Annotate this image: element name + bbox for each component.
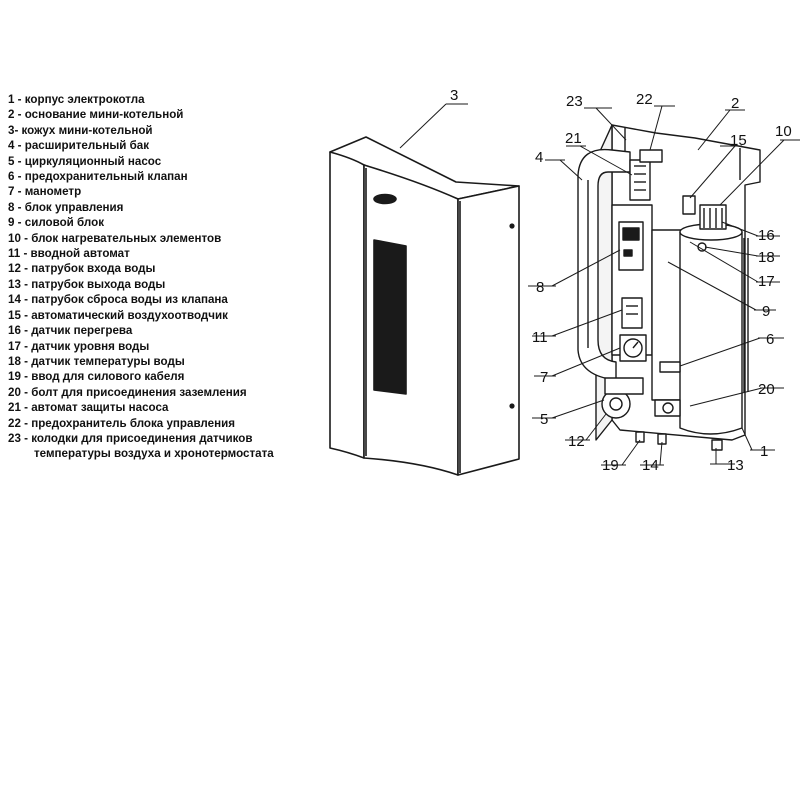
legend-item: 5 - циркуляционный насос bbox=[8, 154, 162, 168]
callout-5: 5 bbox=[540, 411, 548, 428]
callout-10: 10 bbox=[775, 123, 792, 140]
callout-18: 18 bbox=[758, 249, 775, 266]
parts-legend: 1 - корпус электрокотла 2 - основание ми… bbox=[8, 92, 274, 462]
legend-item: 20 - болт для присоединения заземления bbox=[8, 385, 247, 399]
legend-item: 18 - датчик температуры воды bbox=[8, 354, 185, 368]
legend-item: 13 - патрубок выхода воды bbox=[8, 277, 166, 291]
legend-item: температуры воздуха и хронотермостата bbox=[34, 447, 274, 461]
callout-15: 15 bbox=[730, 132, 747, 149]
legend-item: 22 - предохранитель блока управления bbox=[8, 416, 235, 430]
logo-badge bbox=[373, 193, 397, 205]
legend-item: 14 - патрубок сброса воды из клапана bbox=[8, 293, 228, 307]
callout-22: 22 bbox=[636, 91, 653, 108]
callout-16: 16 bbox=[758, 227, 775, 244]
legend-item: 23 - колодки для присоединения датчиков bbox=[8, 431, 253, 445]
legend-item: 21 - автомат защиты насоса bbox=[8, 401, 169, 415]
legend-item: 16 - датчик перегрева bbox=[8, 324, 133, 338]
legend-item: 8 - блок управления bbox=[8, 200, 124, 214]
legend-item: 6 - предохранительный клапан bbox=[8, 170, 188, 184]
legend-item: 19 - ввод для силового кабеля bbox=[8, 370, 185, 384]
callout-12: 12 bbox=[568, 433, 585, 450]
callout-20: 20 bbox=[758, 381, 775, 398]
boiler-cabinet-exterior bbox=[329, 136, 520, 476]
callout-7: 7 bbox=[540, 369, 548, 386]
legend-item: 2 - основание мини-котельной bbox=[8, 108, 184, 122]
callout-6: 6 bbox=[766, 331, 774, 348]
legend-item: 11 - вводной автомат bbox=[8, 247, 130, 261]
callout-3: 3 bbox=[450, 87, 458, 104]
display-window bbox=[373, 239, 407, 395]
legend-item: 9 - силовой блок bbox=[8, 216, 104, 230]
legend-item: 17 - датчик уровня воды bbox=[8, 339, 150, 353]
callout-numbers: 3 23 22 2 10 21 15 4 16 18 17 8 9 11 6 7… bbox=[450, 87, 792, 474]
legend-item: 7 - манометр bbox=[8, 185, 82, 199]
legend-item: 10 - блок нагревательных элементов bbox=[8, 231, 222, 245]
callout-23: 23 bbox=[566, 93, 583, 110]
legend-item: 3- кожух мини-котельной bbox=[8, 123, 153, 137]
leader-lines bbox=[399, 103, 800, 466]
callout-14: 14 bbox=[642, 457, 659, 474]
legend-item: 15 - автоматический воздухоотводчик bbox=[8, 308, 228, 322]
legend-item: 12 - патрубок входа воды bbox=[8, 262, 156, 276]
legend-item: 4 - расширительный бак bbox=[8, 139, 150, 153]
callout-4: 4 bbox=[535, 149, 543, 166]
callout-21: 21 bbox=[565, 130, 582, 147]
callout-13: 13 bbox=[727, 457, 744, 474]
callout-11: 11 bbox=[532, 329, 548, 346]
callout-2: 2 bbox=[731, 95, 739, 112]
callout-9: 9 bbox=[762, 303, 770, 320]
legend-item: 1 - корпус электрокотла bbox=[8, 93, 145, 106]
callout-8: 8 bbox=[536, 279, 544, 296]
callout-17: 17 bbox=[758, 273, 775, 290]
callout-19: 19 bbox=[602, 457, 619, 474]
mini-boiler-room-interior bbox=[577, 124, 761, 451]
callout-1: 1 bbox=[760, 443, 768, 460]
